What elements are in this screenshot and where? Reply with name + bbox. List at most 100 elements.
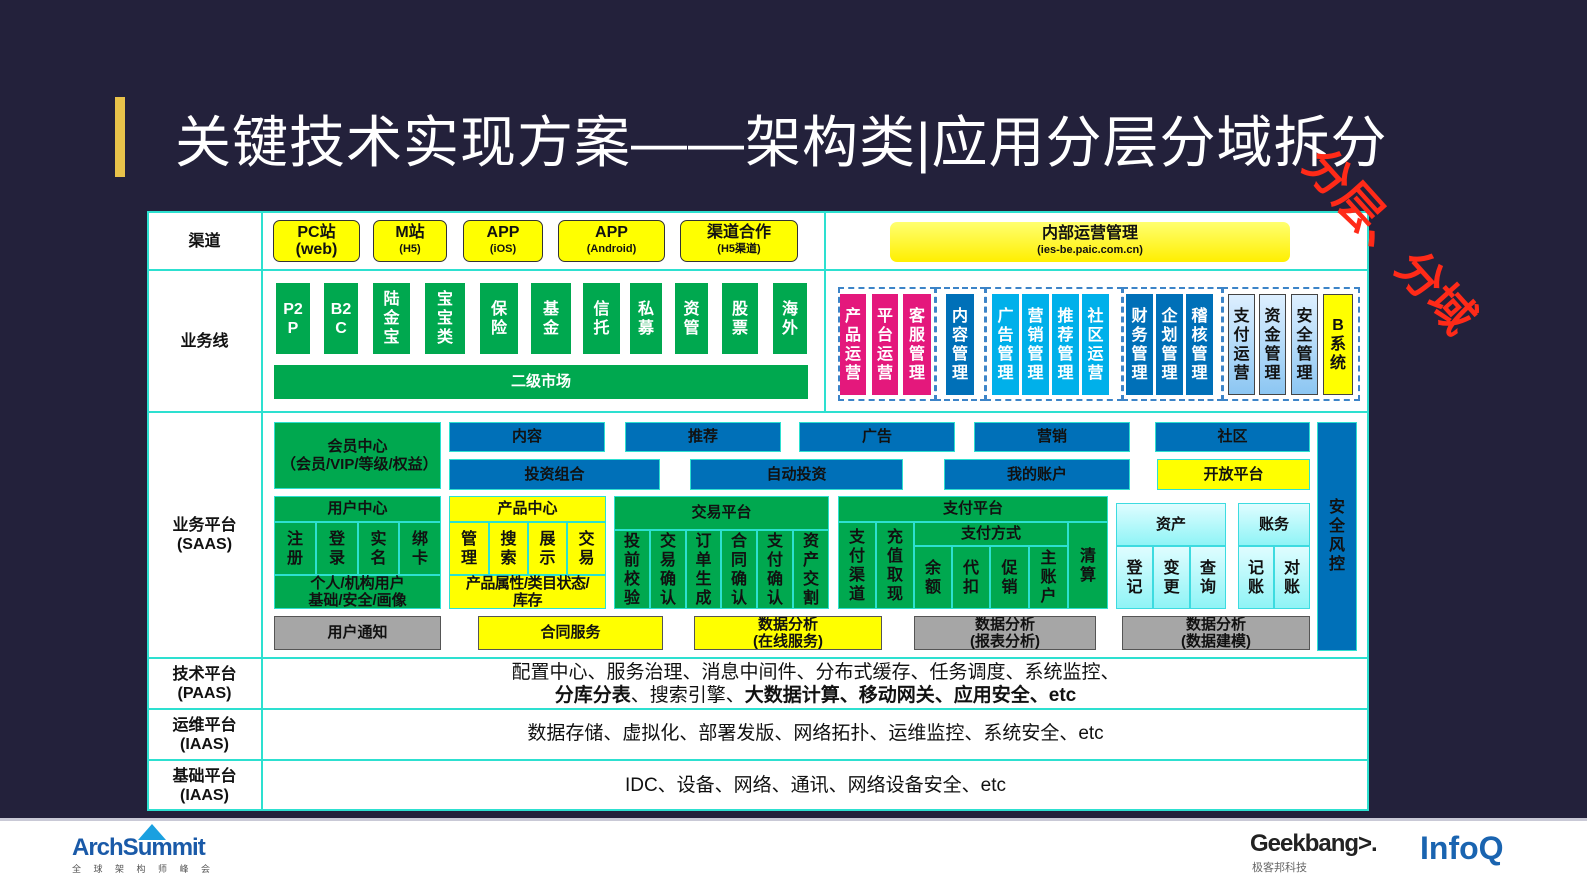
data-analysis-reports[interactable]: 数据分析 (报表分析) (914, 616, 1096, 650)
trade-platform-title[interactable]: 交易平台 (614, 496, 829, 530)
divider (147, 411, 1369, 413)
trade-cell[interactable]: 合同确认 (721, 530, 757, 609)
payment-method[interactable]: 主账户 (1029, 546, 1068, 609)
bizline-item[interactable]: 陆金宝 (373, 283, 410, 354)
ops-item[interactable]: 推荐管理 (1052, 294, 1079, 395)
accounts-title[interactable]: 账务 (1238, 503, 1310, 546)
bizline-item[interactable]: P2P (276, 283, 310, 354)
user-center-cell[interactable]: 实名 (358, 522, 399, 575)
saas-open-platform[interactable]: 开放平台 (1157, 459, 1310, 490)
internal-ops-management[interactable]: 内部运营管理 (ies-be.paic.com.cn) (890, 222, 1290, 262)
bizline-item[interactable]: 海外 (773, 283, 807, 354)
channel-m[interactable]: M站(H5) (373, 220, 447, 262)
archsummit-logo: ArchSummit (72, 834, 206, 861)
ops-item[interactable]: 广告管理 (992, 294, 1019, 395)
paas-line-2: 分库分表、搜索引擎、大数据计算、移动网关、应用安全、etc (554, 685, 1077, 706)
channel-app-android[interactable]: APP (Android) (558, 220, 665, 262)
contract-service[interactable]: 合同服务 (478, 616, 663, 650)
assets-cell[interactable]: 登记 (1116, 546, 1153, 609)
member-center[interactable]: 会员中心 （会员/VIP/等级/权益） (274, 422, 441, 489)
trade-cell[interactable]: 支付确认 (757, 530, 793, 609)
divider (824, 211, 826, 411)
product-center-footer[interactable]: 产品属性/类目状态/ 库存 (449, 575, 606, 609)
product-center-cell[interactable]: 交易 (567, 522, 606, 575)
saas-recommend[interactable]: 推荐 (625, 422, 781, 452)
user-center-title[interactable]: 用户中心 (274, 496, 441, 522)
payment-method[interactable]: 代扣 (952, 546, 990, 609)
channel-pc[interactable]: PC站(web) (273, 220, 360, 262)
saas-community[interactable]: 社区 (1155, 422, 1310, 452)
bizline-item[interactable]: 宝宝类 (425, 283, 465, 354)
trade-cell[interactable]: 资产交割 (793, 530, 829, 609)
ops-item[interactable]: 平台运营 (872, 294, 898, 395)
product-center-cell[interactable]: 搜索 (489, 522, 528, 575)
saas-marketing[interactable]: 营销 (974, 422, 1130, 452)
user-center-cell[interactable]: 登录 (316, 522, 358, 575)
ops-item[interactable]: 资金管理 (1259, 294, 1286, 395)
saas-my-account[interactable]: 我的账户 (944, 459, 1130, 490)
payment-channel[interactable]: 支付渠道 (838, 522, 876, 609)
payment-method[interactable]: 余额 (914, 546, 952, 609)
channel-sub: (web) (295, 241, 338, 258)
bizline-item[interactable]: 私募 (630, 283, 662, 354)
row-label-saas: 业务平台 (SAAS) (172, 517, 237, 553)
bizline-item[interactable]: 保险 (480, 283, 518, 354)
assets-title[interactable]: 资产 (1116, 503, 1226, 546)
saas-portfolio[interactable]: 投资组合 (449, 459, 660, 490)
internal-ops-name: 内部运营管理 (1041, 225, 1138, 242)
row-label-infra: 基础平台 (IAAS) (172, 767, 237, 804)
divider (147, 269, 1369, 271)
trade-cell[interactable]: 订单生成 (686, 530, 721, 609)
channel-app-ios[interactable]: APP(iOS) (463, 220, 543, 262)
ops-item[interactable]: 内容管理 (946, 294, 974, 395)
user-center-footer[interactable]: 个人/机构用户 基础/安全/画像 (274, 575, 441, 609)
row-label-channel: 渠道 (188, 232, 221, 250)
product-center-title[interactable]: 产品中心 (449, 496, 606, 522)
ops-item-b-system[interactable]: B系统 (1323, 294, 1353, 395)
user-center-cell[interactable]: 注册 (274, 522, 316, 575)
ops-item[interactable]: 社区运营 (1082, 294, 1109, 395)
payment-clearing[interactable]: 清算 (1068, 522, 1108, 609)
payment-recharge[interactable]: 充值取现 (876, 522, 914, 609)
data-analysis-modeling[interactable]: 数据分析 (数据建模) (1122, 616, 1310, 650)
bizline-item[interactable]: 基金 (531, 283, 571, 354)
secondary-market[interactable]: 二级市场 (274, 365, 808, 399)
footer (0, 818, 1587, 893)
user-center-cell[interactable]: 绑卡 (399, 522, 441, 575)
saas-auto-invest[interactable]: 自动投资 (690, 459, 903, 490)
trade-cell[interactable]: 交易确认 (650, 530, 686, 609)
product-center-cell[interactable]: 展示 (528, 522, 567, 575)
bizline-item[interactable]: 股票 (722, 283, 758, 354)
ops-item[interactable]: 支付运营 (1228, 294, 1255, 395)
channel-sub: (H5渠道) (717, 243, 761, 255)
internal-ops-url: (ies-be.paic.com.cn) (1037, 244, 1143, 256)
saas-content[interactable]: 内容 (449, 422, 605, 452)
ops-item[interactable]: 财务管理 (1126, 294, 1153, 395)
ops-item[interactable]: 企划管理 (1156, 294, 1183, 395)
data-analysis-online[interactable]: 数据分析 (在线服务) (694, 616, 882, 650)
bizline-item[interactable]: 信托 (583, 283, 620, 354)
ops-item[interactable]: 客服管理 (903, 294, 931, 395)
payment-platform-title[interactable]: 支付平台 (838, 496, 1108, 522)
channel-partner[interactable]: 渠道合作(H5渠道) (680, 220, 798, 262)
channel-sub: (Android) (586, 243, 637, 255)
channel-name: APP (486, 224, 520, 241)
assets-cell[interactable]: 变更 (1153, 546, 1190, 609)
product-center-cell[interactable]: 管理 (449, 522, 489, 575)
accounts-cell[interactable]: 对账 (1274, 546, 1310, 609)
ops-item[interactable]: 产品运营 (840, 294, 866, 395)
payment-methods-title[interactable]: 支付方式 (914, 522, 1068, 546)
bizline-item[interactable]: B2C (324, 283, 358, 354)
accounts-cell[interactable]: 记账 (1238, 546, 1274, 609)
bizline-item[interactable]: 资管 (675, 283, 708, 354)
user-notification[interactable]: 用户通知 (274, 616, 441, 650)
channel-name: APP (595, 224, 628, 241)
ops-item[interactable]: 稽核管理 (1186, 294, 1213, 395)
trade-cell[interactable]: 投前校验 (614, 530, 650, 609)
ops-item[interactable]: 安全管理 (1291, 294, 1318, 395)
ops-item[interactable]: 营销管理 (1022, 294, 1049, 395)
assets-cell[interactable]: 查询 (1190, 546, 1226, 609)
saas-ads[interactable]: 广告 (799, 422, 955, 452)
security-risk-control[interactable]: 安全风控 (1317, 422, 1357, 651)
payment-method[interactable]: 促销 (990, 546, 1029, 609)
